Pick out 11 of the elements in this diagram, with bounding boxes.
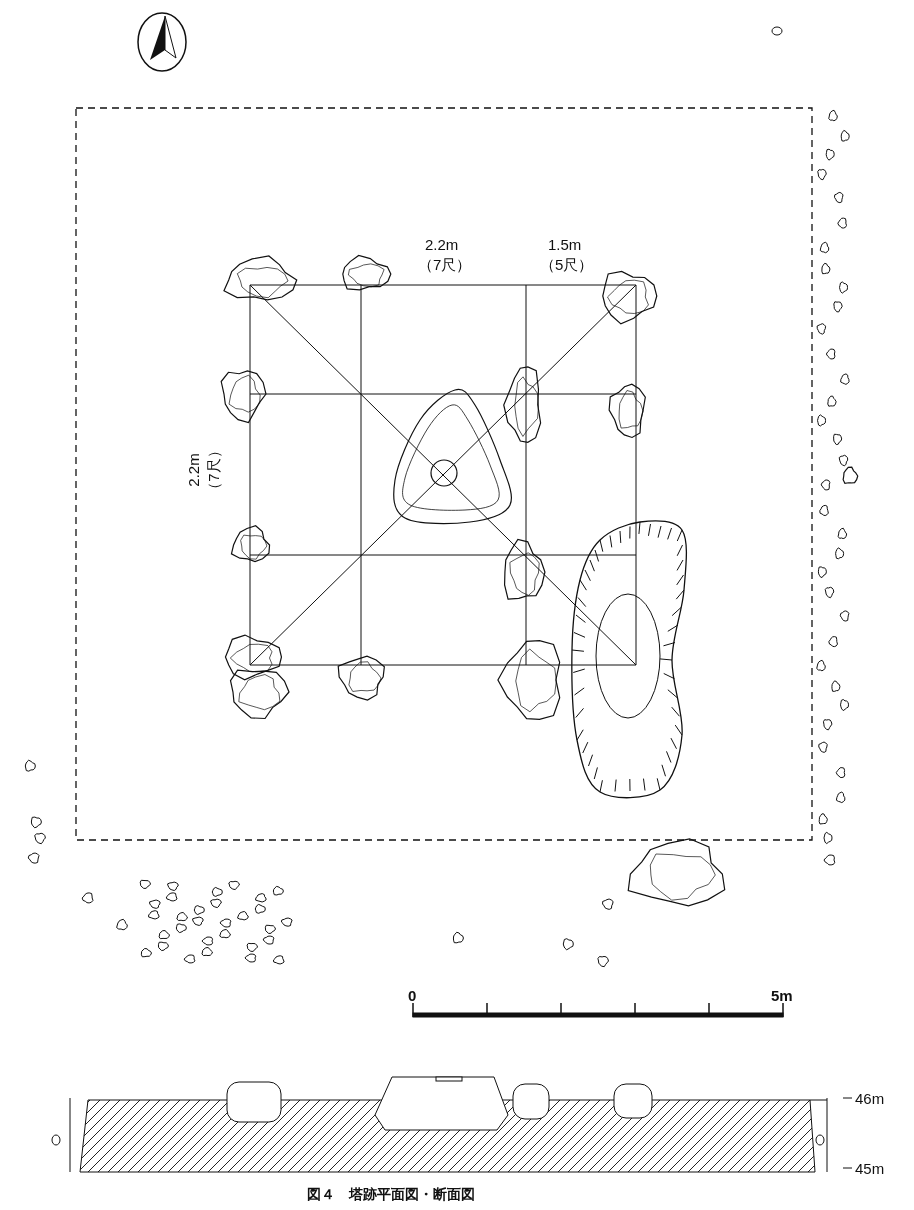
dimension-label: 2.2m	[425, 236, 459, 253]
scale-label: 5m	[771, 987, 793, 1004]
scale-label: 0	[408, 987, 417, 1004]
dimension-label: （7尺）	[204, 443, 222, 497]
dimension-label: 1.5m	[548, 236, 582, 253]
elevation-label: 46m	[855, 1090, 885, 1107]
dimension-label: 2.2m	[184, 453, 202, 487]
figure-caption: 図４ 塔跡平面図・断面図	[307, 1186, 475, 1203]
elevation-label: 45m	[855, 1160, 885, 1177]
dimension-label: （5尺）	[540, 256, 594, 273]
dimension-label: （7尺）	[418, 256, 472, 273]
